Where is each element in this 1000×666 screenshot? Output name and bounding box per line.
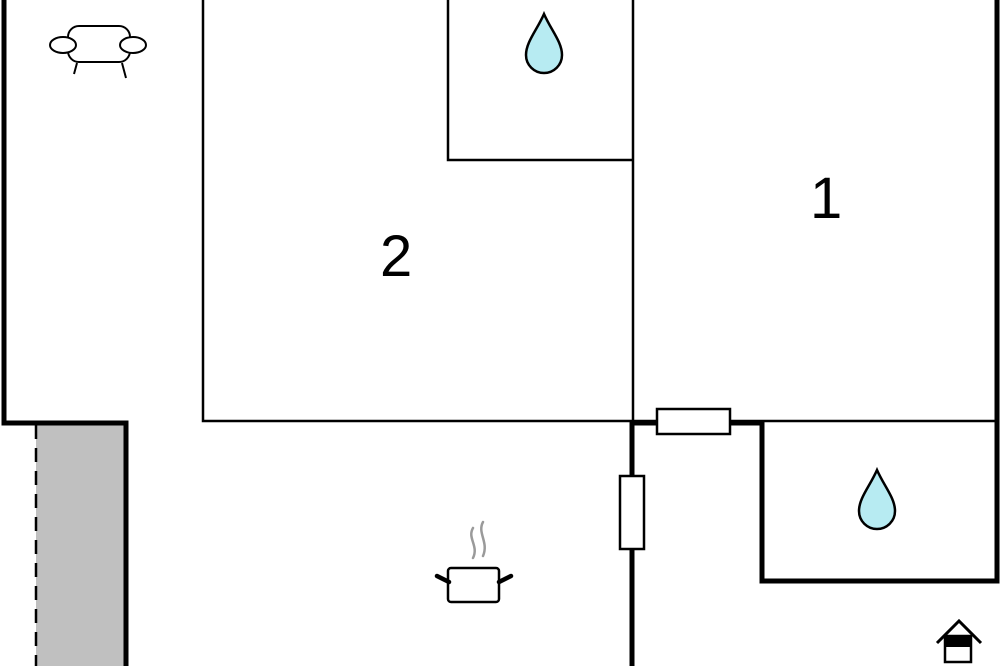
water-drop-icon: [524, 10, 564, 75]
water-drop-icon: [857, 466, 897, 531]
sofa-icon: [49, 25, 147, 79]
entrance-house-icon: [935, 618, 983, 664]
terrace-area: [36, 425, 126, 666]
interior-walls: [201, 0, 997, 423]
door-top: [655, 407, 732, 436]
room-label-2: 2: [380, 224, 413, 289]
cooking-pot-icon: [434, 520, 514, 604]
door-side: [618, 474, 646, 551]
room-label-1: 1: [810, 166, 843, 231]
